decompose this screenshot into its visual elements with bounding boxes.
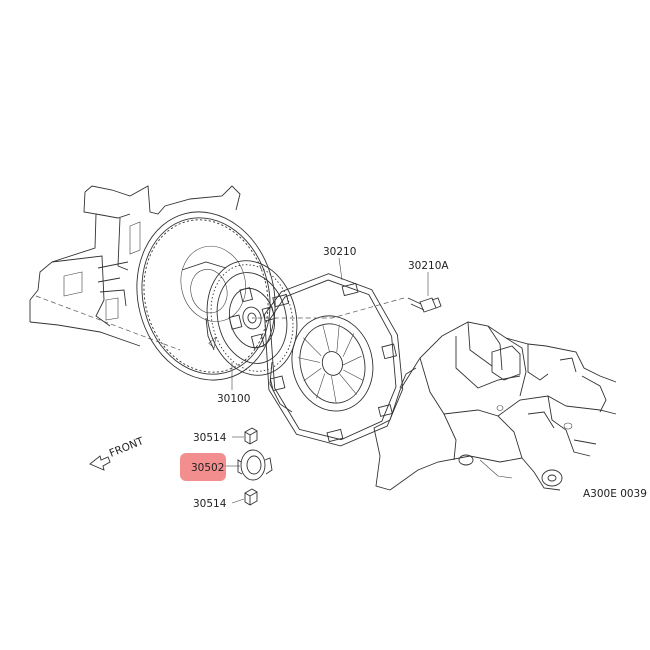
front-arrow: FRONT [89, 435, 146, 471]
leader-lines [224, 257, 429, 504]
pressure-plate-edge [269, 361, 293, 413]
label-30100: 30100 [217, 393, 250, 405]
pressure-plate [264, 273, 404, 447]
disc-edge [205, 317, 215, 351]
bolt [252, 297, 442, 319]
release-bearing [237, 449, 273, 481]
label-30210: 30210 [323, 246, 356, 258]
engine-block-outline [29, 185, 241, 351]
figure-code: A300E 0039 [583, 488, 647, 500]
transmission-case [373, 321, 617, 491]
clip-bottom [244, 488, 258, 506]
part-highlight [180, 453, 226, 481]
label-30514-bottom: 30514 [193, 498, 227, 510]
clutch-disc [206, 260, 298, 376]
label-30502: 30502 [191, 462, 224, 474]
label-30514-top: 30514 [193, 432, 227, 444]
flywheel-hub-shadow [181, 261, 227, 271]
flywheel [136, 211, 276, 381]
front-label: FRONT [108, 435, 146, 460]
clip-top [244, 427, 258, 445]
label-30210a: 30210A [408, 260, 449, 272]
